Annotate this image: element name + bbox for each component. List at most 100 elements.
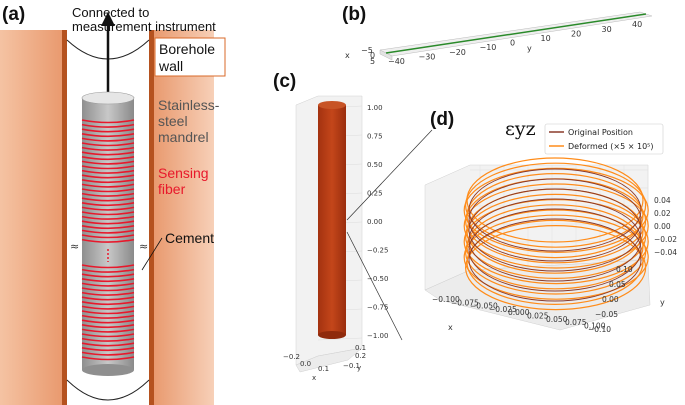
- deformed-ring: [464, 162, 647, 248]
- mandrel-bottom: [82, 364, 134, 376]
- deformed-ring: [463, 199, 649, 285]
- original-ring: [468, 178, 642, 262]
- fiber-coil: [81, 142, 135, 147]
- formation-left: [0, 30, 62, 405]
- c-d-connector-upper: [346, 129, 433, 221]
- b-x-tick-1: −5: [361, 46, 373, 55]
- d-title: εyz: [505, 118, 536, 140]
- d-x-tick: −0.100: [432, 295, 460, 304]
- original-ring: [468, 208, 642, 292]
- fiber-coil: [81, 119, 135, 124]
- b-x-tick-2: 0: [370, 51, 375, 60]
- fiber-coil: [81, 278, 135, 283]
- fiber-coil: [81, 268, 135, 273]
- fiber-coil: [81, 188, 135, 193]
- d-z-tick: 0.04: [654, 196, 671, 205]
- c-gridline: [317, 337, 363, 341]
- original-ring: [468, 198, 642, 282]
- d-x-tick: 0.025: [527, 312, 549, 321]
- c-z-tick: 0.25: [367, 190, 383, 198]
- deformed-ring: [464, 209, 647, 295]
- fiber-coil: [81, 128, 135, 133]
- d-z-tick: 0.00: [654, 222, 671, 231]
- fiber-coil: [81, 179, 135, 184]
- arrow-head-icon: [101, 12, 115, 26]
- fiber-coil: [81, 282, 135, 287]
- panel-label-c: (c): [273, 71, 296, 92]
- d-x-tick: −0.050: [470, 302, 498, 311]
- c-z-tick: −0.75: [367, 304, 388, 312]
- fiber-coil: [81, 197, 135, 202]
- sensing-fiber-coils: [81, 119, 135, 361]
- fiber-coil: [81, 296, 135, 301]
- deformed-ring: [466, 219, 644, 305]
- b-y-tick: 0: [510, 39, 515, 48]
- fiber-coil: [81, 137, 135, 142]
- d-x-tick: −0.025: [489, 305, 517, 314]
- c-y-tick-3: −0.1: [343, 362, 360, 370]
- panel-label-a: (a): [2, 4, 25, 25]
- formation-right: [154, 30, 214, 405]
- c-x-tick-1: −0.2: [283, 353, 300, 361]
- b-y-tick: −30: [419, 52, 436, 61]
- b-y-label: y: [527, 44, 532, 53]
- fiber-coil: [81, 301, 135, 306]
- casing-left: [62, 30, 67, 405]
- fiber-coil: [81, 324, 135, 329]
- deformed-ring: [463, 214, 649, 300]
- fiber-coil: [81, 234, 135, 239]
- fiber-coil: [81, 211, 135, 216]
- legend-deformed-label: Deformed (×5 × 10⁵): [568, 142, 654, 151]
- deformed-ring: [463, 183, 649, 269]
- deformed-ring: [464, 225, 647, 311]
- fiber-coil: [81, 133, 135, 138]
- d-rings: [463, 157, 649, 311]
- deformed-ring: [464, 193, 647, 279]
- d-y-ticks: 0.100.050.00−0.05−0.10: [588, 265, 633, 334]
- fiber-coil: [81, 273, 135, 278]
- mandrel-body: [82, 98, 134, 370]
- fiber-coil: [81, 287, 135, 292]
- c-x-tick-3: 0.1: [318, 365, 329, 373]
- fiber-coil: [81, 192, 135, 197]
- break-mark-right: ≈: [139, 240, 148, 253]
- c-z-tick: 0.50: [367, 161, 383, 169]
- b-fiber-line: [385, 13, 647, 54]
- fiber-coil: [81, 319, 135, 324]
- d-z-tick: −0.02: [654, 235, 677, 244]
- d-y-tick: −0.10: [588, 325, 611, 334]
- d-pane-floor: [424, 259, 651, 331]
- d-z-tick: −0.04: [654, 248, 677, 257]
- d-x-ticks: −0.100−0.075−0.050−0.0250.0000.0250.0500…: [432, 295, 606, 330]
- c-z-tick: −1.00: [367, 332, 388, 340]
- panel-label-b: (b): [342, 4, 366, 25]
- fiber-coil: [81, 238, 135, 243]
- fiber-coil: [81, 202, 135, 207]
- d-x-tick: −0.075: [451, 298, 479, 307]
- panel-label-d: (d): [430, 109, 454, 130]
- fiber-coil: [81, 328, 135, 333]
- c-x-label: x: [312, 374, 316, 382]
- fiber-coil: [81, 169, 135, 174]
- b-y-tick: 10: [541, 34, 551, 43]
- fiber-coil: [81, 314, 135, 319]
- d-y-label: y: [660, 298, 665, 307]
- fiber-coil: [81, 310, 135, 315]
- cement-pointer: [141, 237, 163, 271]
- d-y-tick: −0.05: [595, 310, 618, 319]
- b-y-tick: 30: [602, 25, 612, 34]
- panel-c: (c) 1.000.750.500.250.00−0.25−0.50−0.75−…: [273, 71, 433, 382]
- c-y-label: y: [357, 364, 361, 372]
- c-d-connector-lower: [346, 231, 403, 341]
- c-pane-floor: [295, 347, 363, 373]
- d-legend: [544, 123, 664, 155]
- original-ring: [468, 168, 642, 252]
- b-y-tick: −40: [388, 57, 405, 66]
- fiber-coil: [81, 165, 135, 170]
- original-ring: [468, 218, 642, 302]
